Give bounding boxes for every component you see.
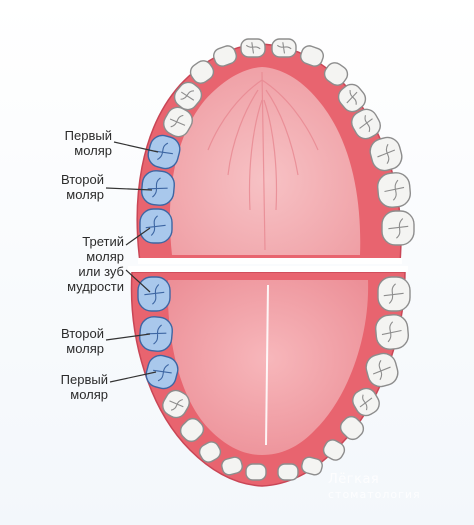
upper-tooth [213, 45, 237, 67]
watermark-line2: стоматология [328, 488, 421, 501]
leader-third-molar-lower [125, 269, 151, 293]
leader-upper-first-molar [113, 141, 159, 153]
upper-tooth [147, 134, 181, 170]
upper-tooth [271, 38, 297, 58]
lower-tooth [377, 276, 411, 312]
lower-tooth [339, 415, 365, 441]
lower-tooth [352, 387, 380, 417]
upper-tooth [369, 136, 403, 172]
palate [169, 67, 361, 255]
leader-lines [105, 141, 159, 383]
lower-tooth [162, 389, 190, 419]
upper-tooth [376, 172, 412, 208]
upper-tooth [140, 170, 176, 206]
lower-teeth [137, 276, 411, 481]
upper-tooth [189, 60, 215, 84]
leader-lower-second-molar [105, 333, 151, 341]
lower-tooth [198, 441, 222, 463]
label-upper-second-molar: Второй моляр [61, 172, 104, 202]
upper-jaw [136, 43, 402, 264]
leader-lower-first-molar [109, 371, 157, 383]
lower-tooth [301, 456, 323, 476]
tongue-midline [265, 284, 269, 446]
lower-tooth [322, 439, 346, 461]
upper-tooth [173, 81, 203, 111]
upper-tooth [240, 38, 266, 58]
label-lower-second-molar: Второй моляр [61, 326, 104, 356]
lower-tooth [221, 456, 243, 476]
upper-tooth [351, 108, 381, 140]
upper-tooth [300, 45, 324, 67]
upper-tooth [337, 83, 367, 113]
palate-ridges [207, 71, 319, 251]
upper-tooth [381, 210, 415, 246]
lower-tooth [145, 354, 179, 390]
lower-tooth [138, 316, 174, 352]
lower-tooth [365, 352, 399, 388]
upper-jaw-edge [138, 258, 402, 264]
upper-tooth [163, 106, 193, 138]
lower-tooth [277, 463, 299, 481]
upper-tooth [139, 208, 173, 244]
label-third-molar: Третий моляр или зуб мудрости [67, 234, 124, 294]
watermark: Лёгкая стоматология [328, 472, 421, 502]
leader-upper-second-molar [105, 187, 153, 191]
leader-third-molar-upper [125, 227, 151, 246]
watermark-line1: Лёгкая [328, 472, 380, 487]
label-upper-first-molar: Первый моляр [64, 128, 112, 158]
label-lower-first-molar: Первый моляр [60, 372, 108, 402]
lower-tooth [374, 314, 410, 350]
lower-tooth [137, 276, 171, 312]
lower-tooth [179, 417, 205, 443]
upper-teeth [139, 38, 415, 246]
upper-tooth [323, 62, 349, 86]
lower-jaw-edge [128, 266, 408, 272]
lower-tooth [245, 463, 267, 481]
